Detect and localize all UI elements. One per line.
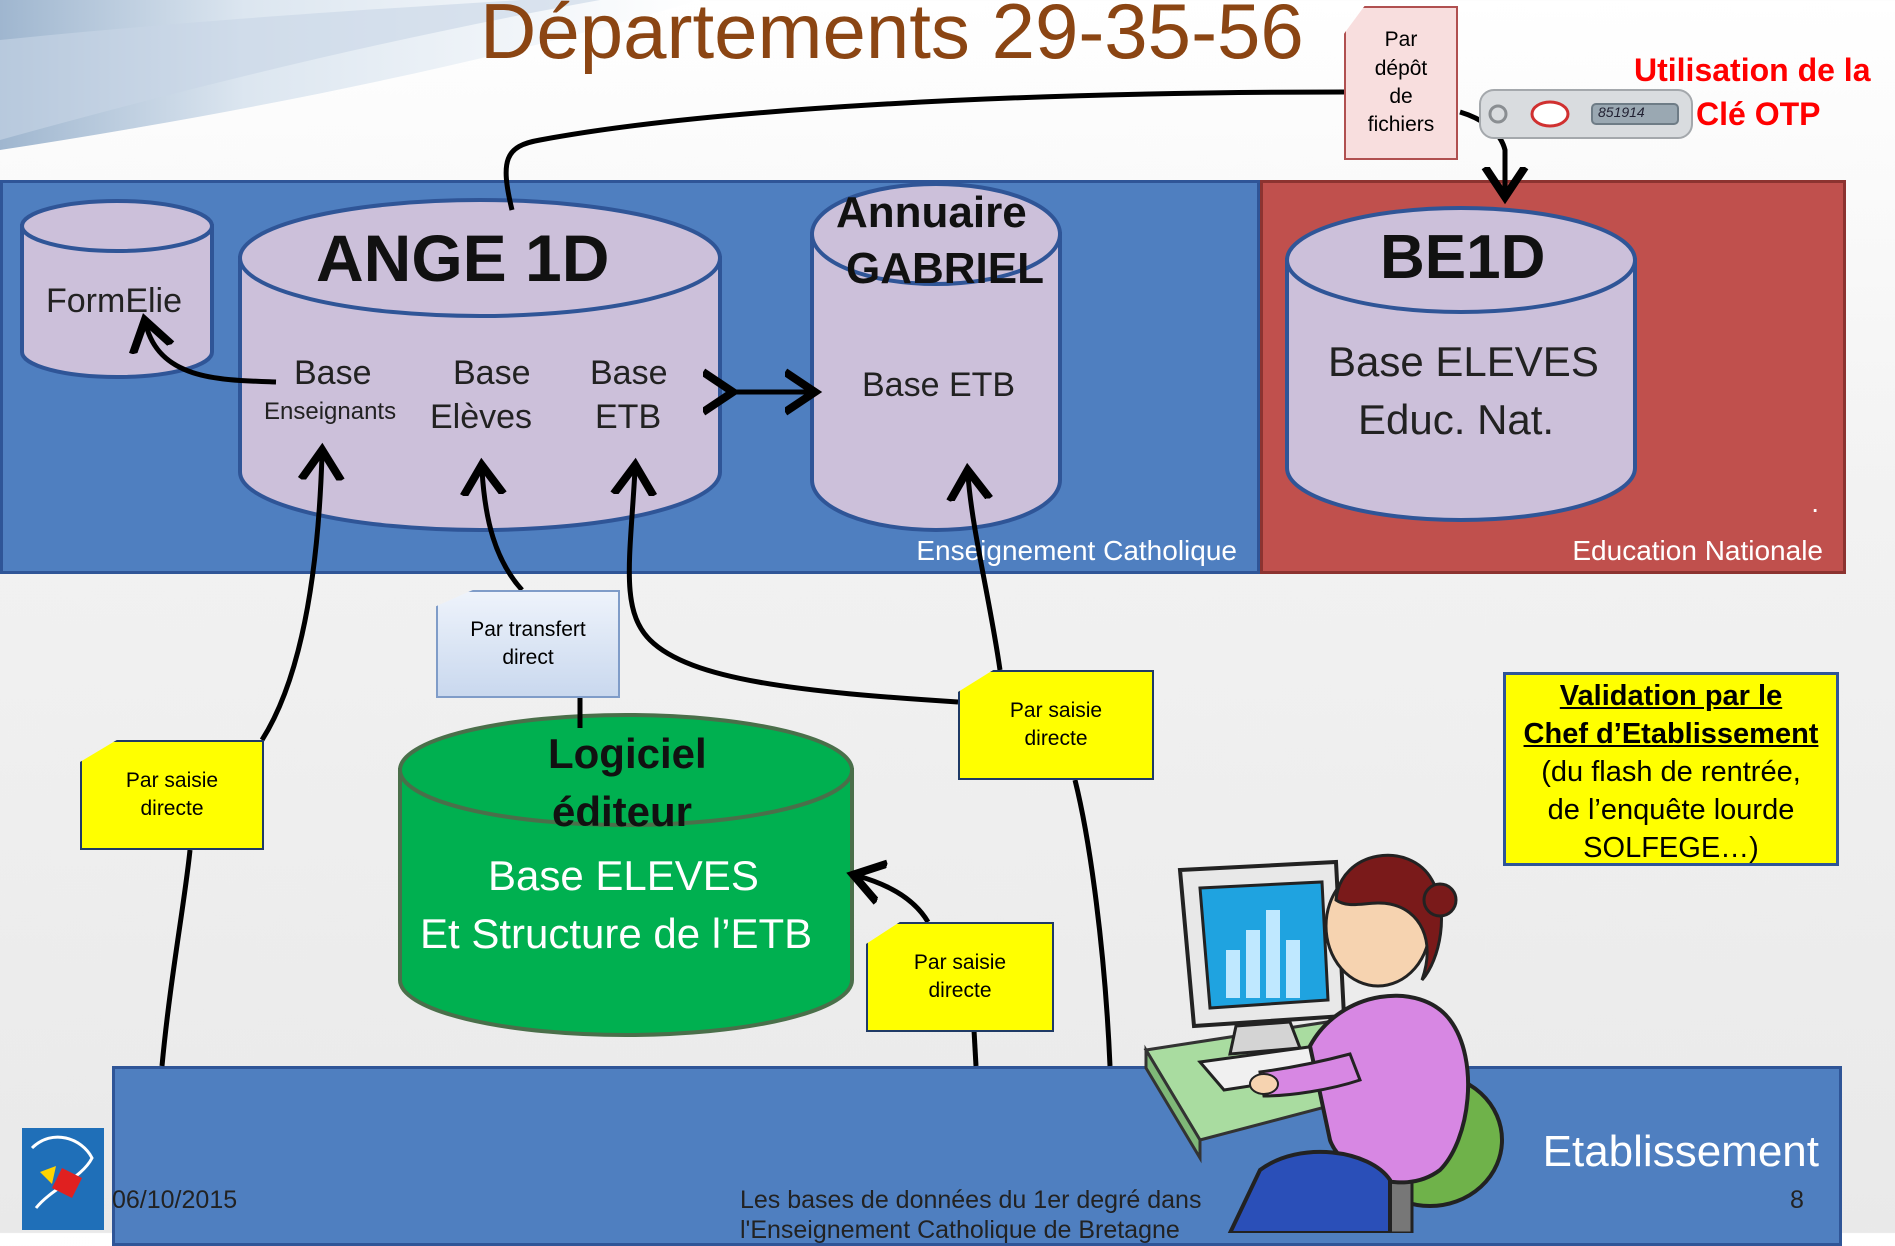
saisie-right-note: Par saisie directe [958,670,1154,780]
dot-mark: . [1811,487,1819,518]
gabriel-cylinder [810,182,1062,532]
be1d-line1: Base ELEVES [1328,338,1599,385]
education-nationale-label: Education Nationale [1572,535,1823,566]
saisie-left-to-enseignants [259,455,322,742]
validation-line3: (du flash de rentrée, [1541,756,1801,788]
validation-line5: SOLFEGE…) [1583,832,1759,864]
validation-line2: Chef d’Etablissement [1523,718,1819,750]
transfert-note: Par transfert direct [436,590,620,698]
ange1d-title: ANGE 1D [316,221,610,295]
transfert-line1: Par transfert [470,617,586,641]
footer-page-number: 8 [1790,1186,1804,1214]
otp-label-line1: Utilisation de la [1634,52,1871,88]
logiciel-title-line1: Logiciel [548,730,707,777]
logiciel-line1: Base ELEVES [488,852,759,899]
gabriel-base-etb: Base ETB [862,366,1016,404]
gabriel-title-line2: GABRIEL [846,244,1044,293]
transfert-up-to-eleves [482,470,524,592]
base-eleves-line1: Base [453,354,531,392]
page-title: Départements 29-35-56 [480,0,1304,75]
base-enseignants-line2: Enseignants [264,398,397,425]
saisie-center-to-logiciel-arrow [858,876,931,924]
depot-line1: Par [1384,28,1418,52]
otp-token-icon [1479,89,1693,139]
be1d-cylinder [1285,206,1637,522]
footer-caption-line1: Les bases de données du 1er degré dans [740,1186,1202,1214]
saisie-center-note: Par saisie directe [866,922,1054,1032]
base-etb-line1: Base [590,354,668,392]
enseignement-catholique-label: Enseignement Catholique [916,535,1237,566]
otp-token-number: 851914 [1598,104,1645,120]
diocese-logo-icon [22,1128,104,1230]
etablissement-label: Etablissement [1542,1127,1819,1176]
saisie-left-line1: Par saisie [125,768,219,792]
footer-caption-line2: l'Enseignement Catholique de Bretagne [740,1216,1180,1244]
transfert-line2: direct [502,646,554,669]
etablissement-zone: Etablissement [112,1066,1842,1246]
base-etb-line2: ETB [595,398,662,436]
depot-line4: fichiers [1367,113,1435,137]
be1d-title: BE1D [1380,223,1546,292]
saisie-left-note: Par saisie directe [80,740,264,850]
saisie-center-line2: directe [928,979,992,1002]
saisie-right-line1: Par saisie [1009,698,1103,722]
ange1d-cylinder [238,198,722,532]
base-eleves-line2: Elèves [430,398,533,436]
logiciel-cylinder [398,713,854,1037]
base-enseignants-line1: Base [294,354,372,392]
header-swoosh [0,0,1895,160]
saisie-to-gabriel-arrow [968,475,1003,671]
be1d-line2: Educ. Nat. [1358,396,1555,443]
enseignants-to-formelie-arrow [146,325,277,385]
saisie-left-line2: directe [140,797,204,820]
saisie-right-line2: directe [1024,727,1088,750]
validation-box: Validation par le Chef d’Etablissement (… [1503,672,1839,866]
gabriel-title-line1: Annuaire [836,188,1027,237]
depot-connector [503,89,1346,211]
validation-line4: de l’enquête lourde [1547,794,1795,826]
depot-line3: de [1389,85,1413,108]
validation-line1: Validation par le [1559,680,1783,712]
footer-date: 06/10/2015 [112,1186,238,1214]
saisie-right-to-base-etb-arrow [629,470,959,705]
person-at-computer-icon [1143,853,1504,1233]
depot-note: Par dépôt de fichiers [1344,6,1458,160]
logiciel-title-line2: éditeur [552,788,693,835]
depot-line2: dépôt [1374,56,1428,80]
saisie-to-enseignants-arrow [159,849,193,1067]
etab-to-saisie-right [1072,779,1113,1067]
etab-to-saisie-center [971,1029,979,1067]
saisie-center-line1: Par saisie [913,950,1007,974]
logiciel-line2: Et Structure de l’ETB [420,910,813,957]
otp-label-line2: Clé OTP [1696,96,1821,132]
